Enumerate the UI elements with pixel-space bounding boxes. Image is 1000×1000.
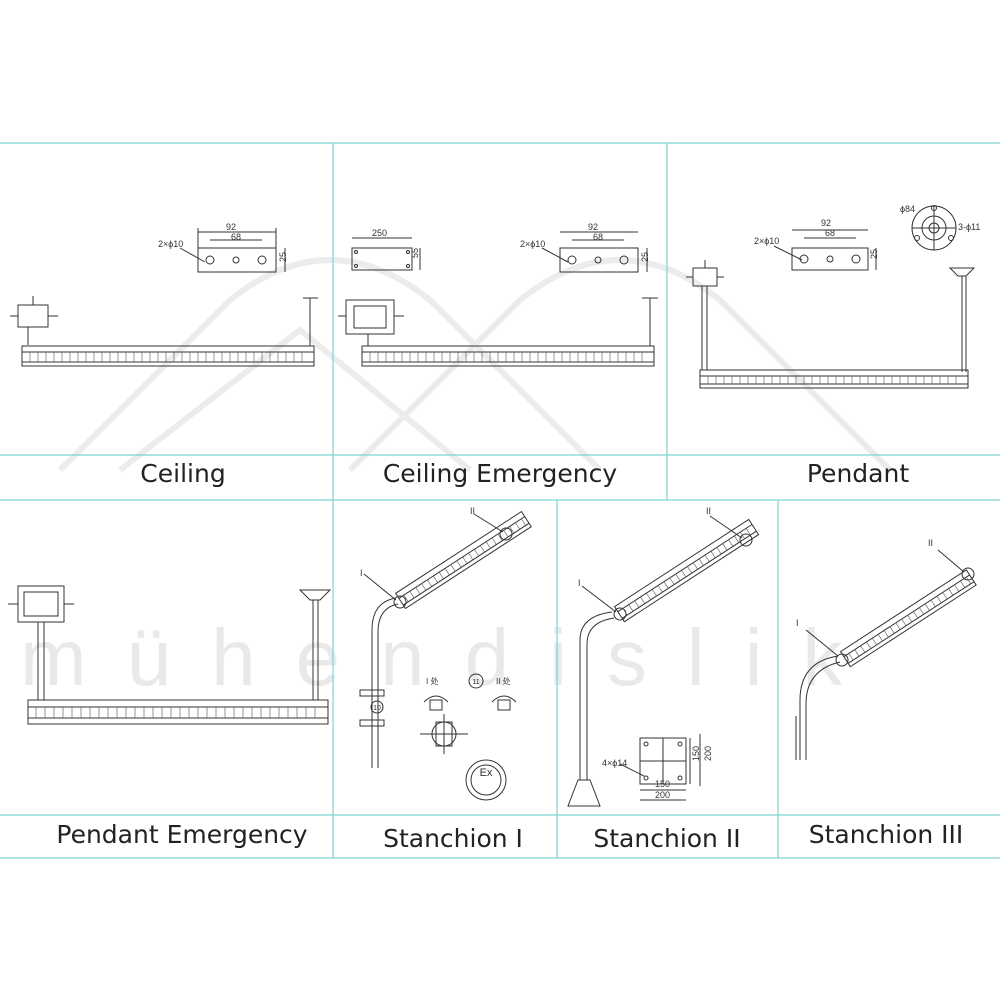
callout-ii-s2: II xyxy=(706,506,711,516)
pendant-emergency-drawing xyxy=(8,585,332,725)
ceiling-emergency-tube-grid xyxy=(369,352,643,362)
bracket-plate xyxy=(197,247,277,273)
dim-68-b: 68 xyxy=(593,232,603,242)
label-stanchion-1: Stanchion I xyxy=(383,824,523,853)
pendant-drawing xyxy=(686,205,976,389)
dim-holes-a: 2×ϕ10 xyxy=(158,239,183,249)
lamp-tube xyxy=(613,518,760,623)
junction-box xyxy=(17,304,49,328)
lamp-tube xyxy=(394,510,532,610)
label-pendant: Pendant xyxy=(806,459,910,488)
dim-92-c: 92 xyxy=(821,218,831,228)
watermark-logo xyxy=(57,257,893,473)
callout-i-s2: I xyxy=(578,578,581,588)
dim-25-a: 25 xyxy=(278,252,288,262)
callout-ii-chu: II 处 xyxy=(496,676,511,686)
dimension-labels: 92 68 25 2×ϕ10 250 55 92 68 25 2×ϕ10 92 … xyxy=(158,204,980,800)
dim-250: 250 xyxy=(372,228,387,238)
lamp-tube xyxy=(361,345,655,367)
ex-mark: Ex xyxy=(480,767,493,779)
bracket-plate-large xyxy=(351,247,413,271)
dim-150-a: 150 xyxy=(655,779,670,789)
dim-200-a: 200 xyxy=(655,790,670,800)
stanchion-2-drawing xyxy=(567,515,760,807)
dim-68-c: 68 xyxy=(825,228,835,238)
dim-150-b: 150 xyxy=(691,746,701,761)
ceiling-tube-grid xyxy=(29,352,303,362)
label-stanchion-2: Stanchion II xyxy=(593,824,741,853)
callout-10: 10 xyxy=(373,705,381,712)
pendant-emergency-tube-grid xyxy=(35,707,316,718)
dim-92-b: 92 xyxy=(588,222,598,232)
dim-68-a: 68 xyxy=(231,232,241,242)
callout-i-chu: I 处 xyxy=(426,676,438,686)
dim-holes-flange: 3-ϕ11 xyxy=(958,222,980,232)
panel-grid xyxy=(0,142,1000,859)
stanchion-3-drawing xyxy=(795,549,977,760)
callout-i-s3: I xyxy=(796,618,799,628)
stanchion-1-tube-grid xyxy=(403,518,526,602)
stanchion-3-tube-grid xyxy=(848,576,971,661)
lamp-tube xyxy=(839,569,977,668)
dim-25-c: 25 xyxy=(869,249,879,259)
stanchion-1-drawing xyxy=(359,510,532,801)
emergency-box xyxy=(17,585,65,623)
ceiling-drawing xyxy=(10,228,318,367)
pendant-tube-grid xyxy=(707,376,957,384)
label-stanchion-3: Stanchion III xyxy=(808,820,964,849)
dim-holes-c: 2×ϕ10 xyxy=(754,236,779,246)
watermark-text: mühendislik xyxy=(20,613,883,702)
callout-ii-s3: II xyxy=(928,538,933,548)
label-pendant-emergency: Pendant Emergency xyxy=(56,820,308,849)
bracket-plate xyxy=(791,247,869,271)
dim-holes-base: 4×ϕ14 xyxy=(602,758,627,768)
emergency-box xyxy=(345,299,395,335)
label-ceiling: Ceiling xyxy=(140,459,226,488)
label-ceiling-emergency: Ceiling Emergency xyxy=(382,459,618,488)
ceiling-emergency-drawing xyxy=(338,231,658,367)
ex-cover xyxy=(465,759,507,801)
dim-holes-b: 2×ϕ10 xyxy=(520,239,545,249)
callout-11: 11 xyxy=(472,679,479,686)
lamp-tube xyxy=(699,369,969,389)
dim-25-b: 25 xyxy=(640,252,650,262)
stanchion-2-tube-grid xyxy=(622,528,751,616)
callout-ii-s1: II xyxy=(470,506,475,516)
lamp-tube xyxy=(21,345,315,367)
dim-phi84: ϕ84 xyxy=(900,204,915,214)
dim-200-b: 200 xyxy=(703,746,713,761)
dim-92-a: 92 xyxy=(226,222,236,232)
dim-55: 55 xyxy=(410,248,420,258)
bracket-plate xyxy=(559,247,639,273)
lamp-tube xyxy=(27,699,329,725)
callout-i-s1: I xyxy=(360,568,363,578)
